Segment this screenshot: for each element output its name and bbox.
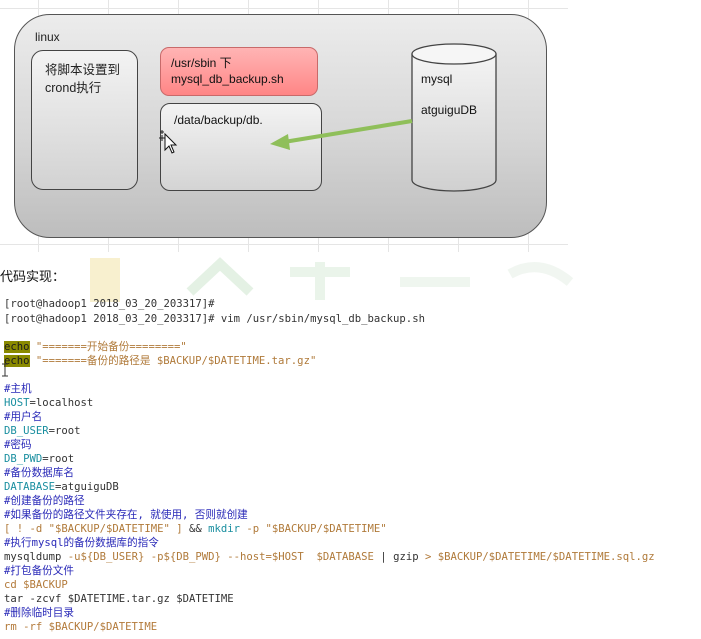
crond-box-line-1: 将脚本设置到 xyxy=(45,63,121,77)
code-comment: #执行mysql的备份数据库的指令 xyxy=(4,537,159,549)
mysqldump-args: -u${DB_USER} -p${DB_PWD} --host=$HOST $D… xyxy=(61,551,381,563)
variable-name: DATABASE xyxy=(4,481,56,493)
backup-dir-box: /data/backup/db. xyxy=(160,103,322,191)
code-line: echo "=======备份的路径是 $BACKUP/$DATETIME.ta… xyxy=(4,354,316,368)
architecture-diagram: linux 将脚本设置到 crond执行 /usr/sbin 下 mysql_d… xyxy=(0,0,568,252)
variable-name: HOST xyxy=(4,397,30,409)
mkdir-args: -p "$BACKUP/$DATETIME" xyxy=(240,523,387,535)
code-line: HOST=localhost xyxy=(4,396,93,410)
code-comment: #主机 xyxy=(4,383,32,395)
code-line: cd $BACKUP xyxy=(4,579,68,591)
code-comment: #如果备份的路径文件夹存在, 就使用, 否则就创建 xyxy=(4,509,248,521)
crond-box: 将脚本设置到 crond执行 xyxy=(31,50,138,190)
code-line: tar -zcvf $DATETIME.tar.gz $DATETIME xyxy=(4,593,234,605)
sheet-gridline xyxy=(0,8,568,9)
database-name-label: atguiguDB xyxy=(421,103,478,117)
code-comment: #用户名 xyxy=(4,411,43,423)
shell-command-line: [root@hadoop1 2018_03_20_203317]# vim /u… xyxy=(4,313,425,325)
mysqldump-command: mysqldump xyxy=(4,551,62,563)
code-line: rm -rf $BACKUP/$DATETIME xyxy=(4,621,158,633)
code-string: "=======备份的路径是 $BACKUP/$DATETIME.tar.gz" xyxy=(35,355,317,367)
code-comment: #打包备份文件 xyxy=(4,565,74,577)
code-line: DB_USER=root xyxy=(4,424,81,438)
pipe-operator: | xyxy=(380,551,387,563)
code-line: DB_PWD=root xyxy=(4,452,74,466)
code-comment: #密码 xyxy=(4,439,32,451)
mkdir-command: mkdir xyxy=(208,523,240,535)
move-cursor-icon xyxy=(159,130,178,154)
linux-label: linux xyxy=(35,30,60,44)
code-comment: #创建备份的路径 xyxy=(4,495,85,507)
test-expression: [ ! -d "$BACKUP/$DATETIME" ] xyxy=(4,523,183,535)
backup-flow-arrow-icon xyxy=(270,119,413,150)
script-location-box: /usr/sbin 下 mysql_db_backup.sh xyxy=(160,47,318,96)
code-line: [ ! -d "$BACKUP/$DATETIME" ] && mkdir -p… xyxy=(4,522,387,536)
code-line: echo "=======开始备份========" xyxy=(4,340,187,354)
section-caption: 代码实现： xyxy=(0,270,66,285)
script-dir-label: /usr/sbin 下 xyxy=(171,56,232,70)
sheet-gridline xyxy=(0,244,568,245)
variable-value: =root xyxy=(42,453,75,465)
code-comment: #删除临时目录 xyxy=(4,607,74,619)
variable-name: DB_USER xyxy=(4,425,49,437)
shell-prompt-line: [root@hadoop1 2018_03_20_203317]# xyxy=(4,298,215,310)
code-line: mysqldump -u${DB_USER} -p${DB_PWD} --hos… xyxy=(4,550,655,564)
crond-box-line-2: crond执行 xyxy=(45,81,102,95)
script-file-label: mysql_db_backup.sh xyxy=(171,72,284,86)
variable-value: =atguiguDB xyxy=(55,481,119,493)
code-line: DATABASE=atguiguDB xyxy=(4,480,119,494)
code-comment: #备份数据库名 xyxy=(4,467,74,479)
echo-keyword: echo xyxy=(4,341,30,353)
variable-value: =root xyxy=(48,425,81,437)
redirect-operator: > xyxy=(424,551,432,563)
database-cylinder-icon xyxy=(411,43,497,192)
text-cursor-icon xyxy=(2,363,8,377)
output-path: $BACKUP/$DATETIME/$DATETIME.sql.gz xyxy=(431,551,655,563)
and-operator: && xyxy=(182,523,209,535)
echo-keyword: echo xyxy=(4,355,30,367)
variable-value: =localhost xyxy=(29,397,94,409)
terminal-code-block: [root@hadoop1 2018_03_20_203317]# [root@… xyxy=(0,298,701,639)
gzip-command: gzip xyxy=(386,551,425,563)
watermark-logo xyxy=(90,257,574,302)
code-string: "=======开始备份========" xyxy=(35,341,187,353)
backup-dir-label: /data/backup/db. xyxy=(174,113,263,127)
mysql-label: mysql xyxy=(421,72,453,86)
variable-name: DB_PWD xyxy=(4,453,43,465)
